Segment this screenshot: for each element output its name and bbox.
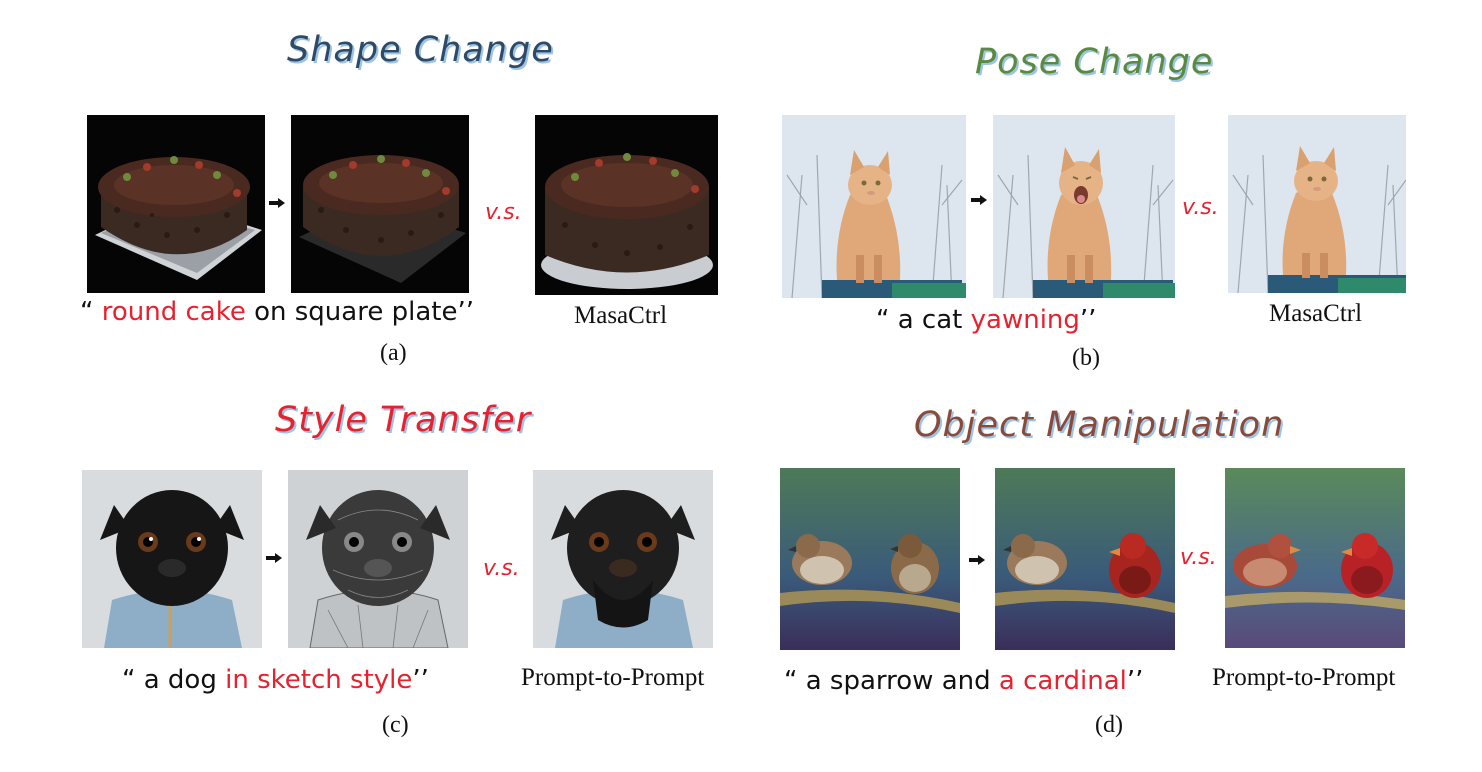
cat-edited-image [993, 115, 1175, 298]
panel-c-vs: v.s. [483, 556, 520, 581]
arrow-icon [269, 198, 285, 208]
birds-baseline-image [1225, 468, 1405, 648]
prompt-text: a dog [143, 665, 226, 695]
cat-baseline-image [1228, 115, 1406, 293]
panel-d-vs: v.s. [1180, 545, 1217, 570]
prompt-open-quote: “ [784, 666, 806, 696]
birds-edited-image [995, 468, 1175, 650]
prompt-highlight: a cardinal [998, 666, 1127, 696]
panel-d-baseline-label: Prompt-to-Prompt [1212, 664, 1396, 691]
panel-d-label: (d) [1095, 712, 1123, 738]
panel-b-label: (b) [1072, 345, 1100, 371]
cake-edited-image [291, 115, 469, 293]
panel-d-prompt: “ a sparrow and a cardinal’’ [784, 666, 1143, 696]
panel-b-title: Pose Change [975, 42, 1214, 82]
arrow-icon [971, 195, 987, 205]
prompt-open-quote: “ [122, 665, 144, 695]
panel-a-label: (a) [380, 340, 407, 366]
prompt-text: a cat [897, 305, 971, 335]
prompt-highlight: round cake [101, 297, 246, 327]
prompt-text: a sparrow and [805, 666, 999, 696]
panel-c-title: Style Transfer [275, 400, 532, 440]
panel-c-baseline-label: Prompt-to-Prompt [521, 664, 705, 691]
cake-baseline-image [535, 115, 718, 295]
birds-source-image [780, 468, 960, 650]
panel-a-prompt: “ round cake on square plate’’ [80, 297, 474, 327]
panel-a-title: Shape Change [287, 30, 554, 70]
dog-source-image [82, 470, 262, 648]
panel-b-prompt: “ a cat yawning’’ [876, 305, 1096, 335]
prompt-close-quote: ’’ [412, 665, 429, 695]
prompt-highlight: in sketch style [225, 665, 413, 695]
panel-c-label: (c) [382, 712, 409, 738]
arrow-icon [969, 555, 985, 565]
panel-b-baseline-label: MasaCtrl [1269, 300, 1363, 327]
panel-b-vs: v.s. [1182, 195, 1219, 220]
cat-source-image [782, 115, 966, 298]
prompt-highlight: yawning [970, 305, 1080, 335]
prompt-close-quote: ’’ [1079, 305, 1097, 335]
panel-a-vs: v.s. [485, 200, 522, 225]
prompt-text: on square plate [245, 297, 458, 327]
cake-source-image [87, 115, 265, 293]
panel-d-title: Object Manipulation [914, 405, 1285, 445]
prompt-open-quote: “ [876, 305, 898, 335]
panel-c-prompt: “ a dog in sketch style’’ [122, 665, 429, 695]
prompt-close-quote: ’’ [1126, 666, 1144, 696]
panel-a-baseline-label: MasaCtrl [574, 302, 668, 329]
dog-edited-image [288, 470, 468, 648]
prompt-close-quote: ’’ [457, 297, 474, 327]
dog-baseline-image [533, 470, 713, 648]
prompt-open-quote: “ [80, 297, 102, 327]
arrow-icon [266, 553, 282, 563]
